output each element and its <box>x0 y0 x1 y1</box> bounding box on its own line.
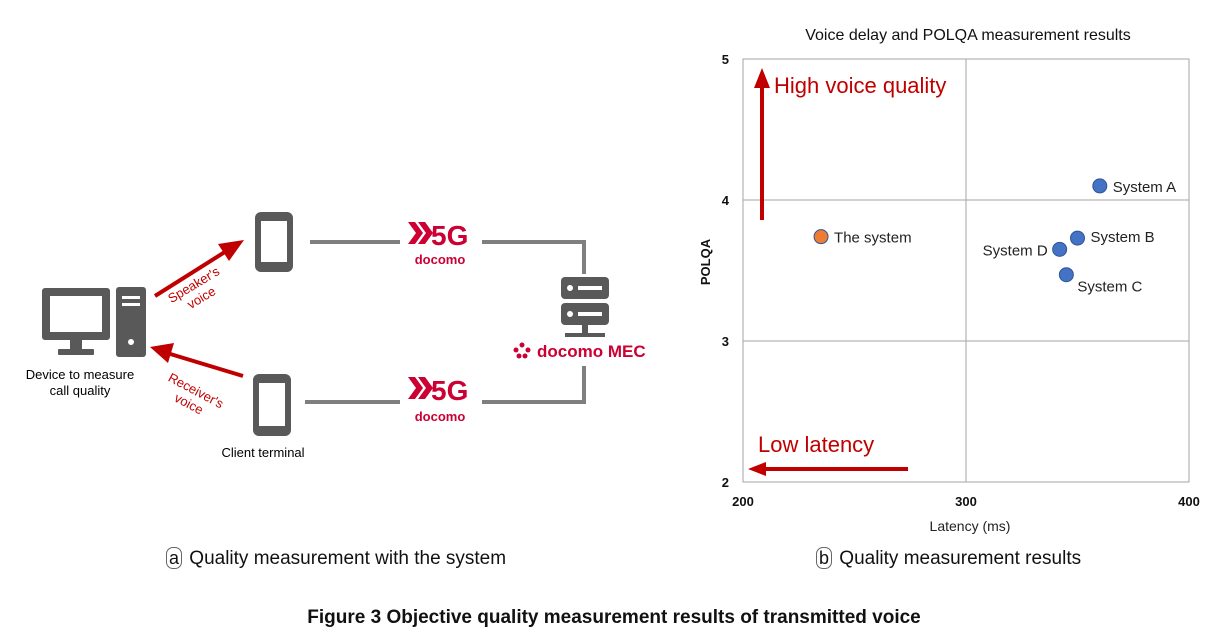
docomo-5g-logo-top: 5G docomo <box>408 220 468 267</box>
fiveg-text: 5G <box>431 220 468 251</box>
data-point <box>1052 241 1068 257</box>
fiveg-text: 5G <box>431 375 468 406</box>
client-terminal-label: Client terminal <box>221 445 304 460</box>
docomo-small-text: docomo <box>415 409 466 424</box>
data-point-label: System D <box>983 242 1048 259</box>
caption-b-letter: b <box>816 547 833 569</box>
data-point-label: System C <box>1077 279 1142 296</box>
x-tick-label: 200 <box>732 494 754 509</box>
data-point-label: System B <box>1091 229 1155 246</box>
figure-title: Figure 3 Objective quality measurement r… <box>307 607 921 628</box>
data-point-label: The system <box>834 230 912 247</box>
low-latency-arrow <box>748 462 908 476</box>
caption-b: b Quality measurement results <box>816 547 1082 570</box>
chart-ticks: 200 300 400 2 3 4 5 <box>722 52 1200 509</box>
data-point-label: System A <box>1113 179 1176 196</box>
chevron-icon <box>408 222 433 244</box>
receiver-voice-arrow <box>150 343 244 378</box>
speaker-voice-arrow <box>153 240 244 298</box>
high-quality-arrow <box>754 68 770 220</box>
docomo-5g-logo-bottom: 5G docomo <box>408 375 468 424</box>
y-axis-label: POLQA <box>698 238 713 285</box>
chart-title: Voice delay and POLQA measurement result… <box>805 27 1131 44</box>
chevron-icon <box>408 377 433 399</box>
y-tick-label: 2 <box>722 475 729 490</box>
smartphone-icon <box>255 212 293 272</box>
docomo-flower-icon <box>513 342 531 359</box>
caption-b-text: Quality measurement results <box>839 548 1082 569</box>
line-5g-mec-bottom <box>482 366 586 404</box>
data-point <box>1058 267 1074 283</box>
line-5g-mec-top <box>482 240 586 274</box>
data-point <box>1070 230 1085 246</box>
client-phone-icon <box>253 374 291 436</box>
caption-a-letter: a <box>166 547 183 569</box>
receiver-voice-label: Receiver's voice <box>166 370 227 418</box>
device-label-line1: Device to measure <box>26 367 134 382</box>
network-lines <box>305 240 586 404</box>
x-axis-label: Latency (ms) <box>930 518 1011 534</box>
speaker-voice-label: Speaker's voice <box>165 263 222 312</box>
mec-label: docomo MEC <box>537 342 646 361</box>
data-point <box>1092 178 1108 194</box>
caption-a: a Quality measurement with the system <box>166 547 507 570</box>
low-latency-label: Low latency <box>758 432 874 457</box>
chart-grid <box>742 58 1190 483</box>
caption-a-text: Quality measurement with the system <box>189 548 507 569</box>
chart-points: The system System A System B System D System… <box>813 178 1176 296</box>
computer-icon <box>42 287 146 357</box>
docomo-small-text: docomo <box>415 252 466 267</box>
polqa-scatter-chart: Voice delay and POLQA measurement result… <box>698 27 1200 534</box>
high-voice-quality-label: High voice quality <box>774 73 946 98</box>
y-tick-label: 3 <box>722 334 729 349</box>
system-diagram: Device to measure call quality Client te… <box>26 212 646 460</box>
server-icon <box>561 277 609 337</box>
x-tick-label: 400 <box>1178 494 1200 509</box>
data-point <box>813 229 829 245</box>
y-tick-label: 4 <box>722 193 730 208</box>
x-tick-label: 300 <box>955 494 977 509</box>
y-tick-label: 5 <box>722 52 729 67</box>
device-label-line2: call quality <box>50 383 111 398</box>
